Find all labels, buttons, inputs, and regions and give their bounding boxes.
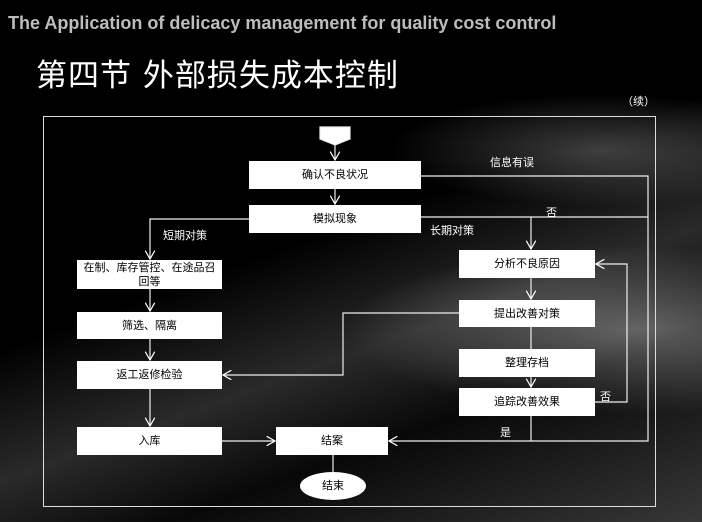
node-track: 追踪改善效果 (459, 388, 595, 416)
node-simulate: 模拟现象 (249, 205, 421, 233)
label-no-1: 否 (546, 206, 557, 219)
node-close: 结案 (276, 427, 388, 455)
node-rework: 返工返修检验 (77, 361, 222, 389)
node-propose: 提出改善对策 (459, 300, 595, 327)
label-info-error: 信息有误 (490, 156, 534, 169)
label-long-term: 长期对策 (430, 224, 474, 237)
node-screen: 筛选、隔离 (77, 312, 222, 339)
node-wip: 在制、库存管控、在途品召回等 (77, 260, 222, 289)
flowchart-frame (43, 116, 656, 507)
slide-title: 第四节 外部损失成本控制 (36, 58, 399, 94)
node-archive: 整理存档 (459, 349, 595, 377)
label-short-term: 短期对策 (163, 229, 207, 242)
node-storage: 入库 (77, 427, 222, 455)
label-no-2: 否 (600, 390, 611, 403)
label-yes: 是 (500, 426, 511, 439)
start-shape (319, 126, 351, 146)
node-confirm: 确认不良状况 (249, 161, 421, 189)
node-analyze: 分析不良原因 (459, 250, 595, 278)
slide-subtitle: The Application of delicacy management f… (8, 13, 557, 33)
continued-label: （续） (622, 95, 655, 108)
node-end: 结束 (300, 472, 366, 500)
